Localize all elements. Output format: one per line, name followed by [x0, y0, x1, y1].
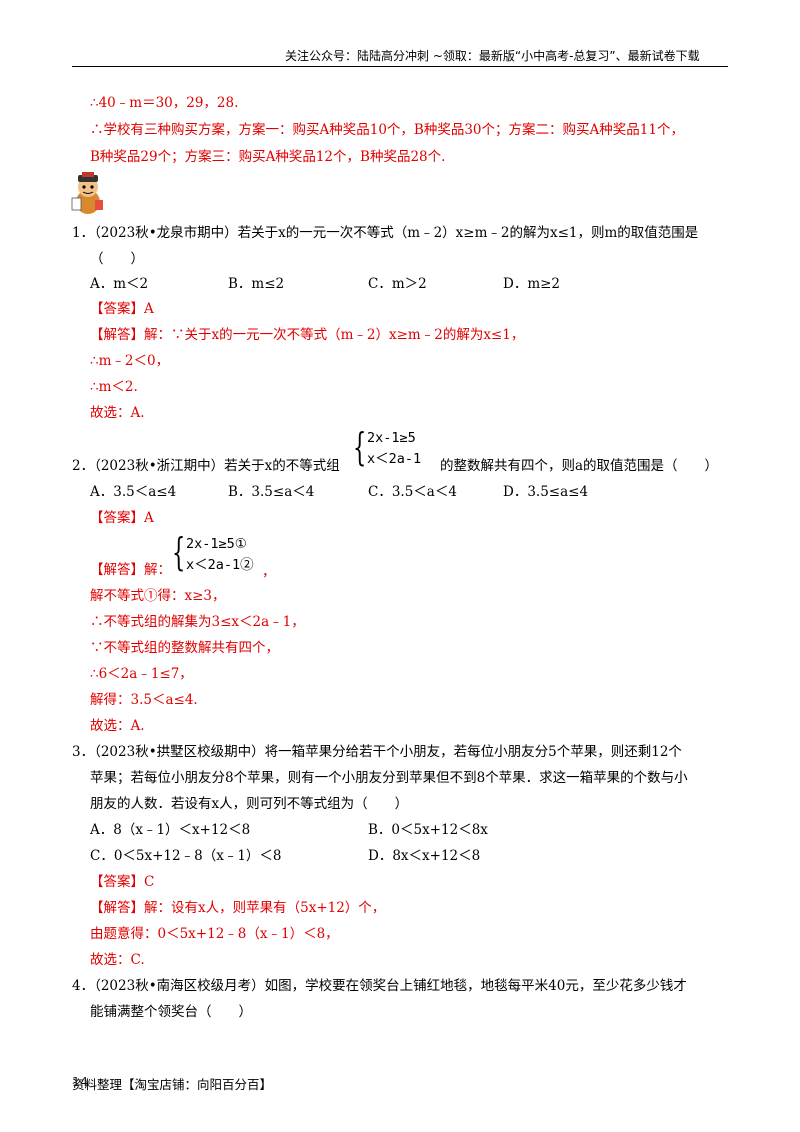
q2-solution-brace: { — [172, 530, 186, 574]
q2-solution-comma: ， — [262, 564, 276, 580]
mascot-icon — [71, 172, 103, 214]
page-header: 关注公众号：陆陆高分冲刺 ~领取：最新版“小中高考-总复习”、最新试卷下载 — [285, 49, 700, 63]
intro-line-3: B种奖品29个；方案三：购买A种奖品12个，B种奖品28个. — [90, 149, 446, 165]
q1-answer: 【答案】A — [90, 301, 154, 317]
q2-option-a: A．3.5＜a≤4 — [90, 484, 177, 500]
q2-solution-label: 【解答】解： — [90, 562, 171, 578]
q3-stem-line-2: 苹果；若每位小朋友分8个苹果，则有一个小朋友分到苹果但不到8个苹果．求这一箱苹果… — [90, 770, 688, 786]
q1-solution-4: 故选：A. — [90, 405, 145, 421]
q2-option-c: C．3.5＜a＜4 — [368, 484, 457, 500]
page-footer: 资料整理【淘宝店铺：向阳百分百】 14 — [72, 1074, 272, 1093]
q1-stem-line-1: 1．（2023秋•龙泉市期中）若关于x的一元一次不等式（m﹣2）x≥m﹣2的解为… — [72, 225, 699, 241]
q4-stem-line-1: 4．（2023秋•南海区校级月考）如图，学校要在领奖台上铺红地毯，地毯每平米40… — [72, 978, 687, 994]
q2-answer: 【答案】A — [90, 510, 154, 526]
q3-stem-line-3: 朋友的人数．若设有x人，则可列不等式组为（ ） — [90, 796, 409, 812]
q2-system-line-2: x＜2a-1 — [367, 451, 422, 467]
q3-option-b: B．0＜5x+12＜8x — [368, 822, 488, 838]
q1-solution-1: 【解答】解：∵关于x的一元一次不等式（m﹣2）x≥m﹣2的解为x≤1， — [90, 327, 525, 343]
q3-option-a: A．8（x﹣1）＜x+12＜8 — [90, 822, 251, 838]
q1-stem-line-2: （ ） — [90, 251, 144, 267]
q1-solution-2: ∴m﹣2＜0， — [90, 353, 170, 369]
header-rule — [72, 66, 728, 67]
q2-solution-1: 解不等式①得：x≥3， — [90, 588, 226, 604]
page-number: 14 — [72, 1074, 88, 1089]
q3-solution-3: 故选：C. — [90, 952, 145, 968]
q2-solution-system-2: x＜2a-1② — [186, 557, 254, 573]
q3-solution-1: 【解答】解：设有x人，则苹果有（5x+12）个， — [90, 900, 386, 916]
q1-option-b: B．m≤2 — [228, 276, 285, 292]
intro-line-1: ∴40﹣m＝30，29，28. — [90, 95, 239, 111]
footer-text: 资料整理【淘宝店铺：向阳百分百】 — [72, 1077, 273, 1092]
q3-solution-2: 由题意得：0＜5x+12﹣8（x﹣1）＜8， — [90, 926, 339, 942]
q1-solution-3: ∴m＜2. — [90, 379, 138, 395]
q3-option-c: C．0＜5x+12﹣8（x﹣1）＜8 — [90, 848, 282, 864]
q2-solution-5: 解得：3.5＜a≤4. — [90, 692, 198, 708]
q2-solution-3: ∵不等式组的整数解共有四个， — [90, 640, 279, 656]
q2-solution-system-1: 2x-1≥5① — [186, 536, 247, 552]
q3-option-d: D．8x＜x+12＜8 — [368, 848, 481, 864]
q2-option-b: B．3.5≤a＜4 — [228, 484, 315, 500]
q3-answer: 【答案】C — [90, 874, 155, 890]
q2-system-brace: { — [353, 425, 367, 469]
q2-solution-4: ∴6＜2a﹣1≤7， — [90, 666, 193, 682]
q2-solution-2: ∴不等式组的解集为3≤x＜2a﹣1， — [90, 614, 305, 630]
q4-stem-line-2: 能铺满整个领奖台（ ） — [90, 1004, 252, 1020]
q2-stem-suffix: 的整数解共有四个，则a的取值范围是（ ） — [440, 458, 719, 474]
q3-stem-line-1: 3．（2023秋•拱墅区校级期中）将一箱苹果分给若干个小朋友，若每位小朋友分5个… — [72, 744, 682, 760]
q2-option-d: D．3.5≤a≤4 — [503, 484, 589, 500]
q1-option-c: C．m＞2 — [368, 276, 427, 292]
q2-stem-prefix: 2．（2023秋•浙江期中）若关于x的不等式组 — [72, 458, 340, 474]
intro-line-2: ∴学校有三种购买方案，方案一：购买A种奖品10个，B种奖品30个；方案二：购买A… — [90, 122, 684, 138]
q2-solution-6: 故选：A. — [90, 718, 145, 734]
q1-option-d: D．m≥2 — [503, 276, 561, 292]
q2-system-line-1: 2x-1≥5 — [367, 430, 416, 446]
q1-option-a: A．m＜2 — [90, 276, 149, 292]
